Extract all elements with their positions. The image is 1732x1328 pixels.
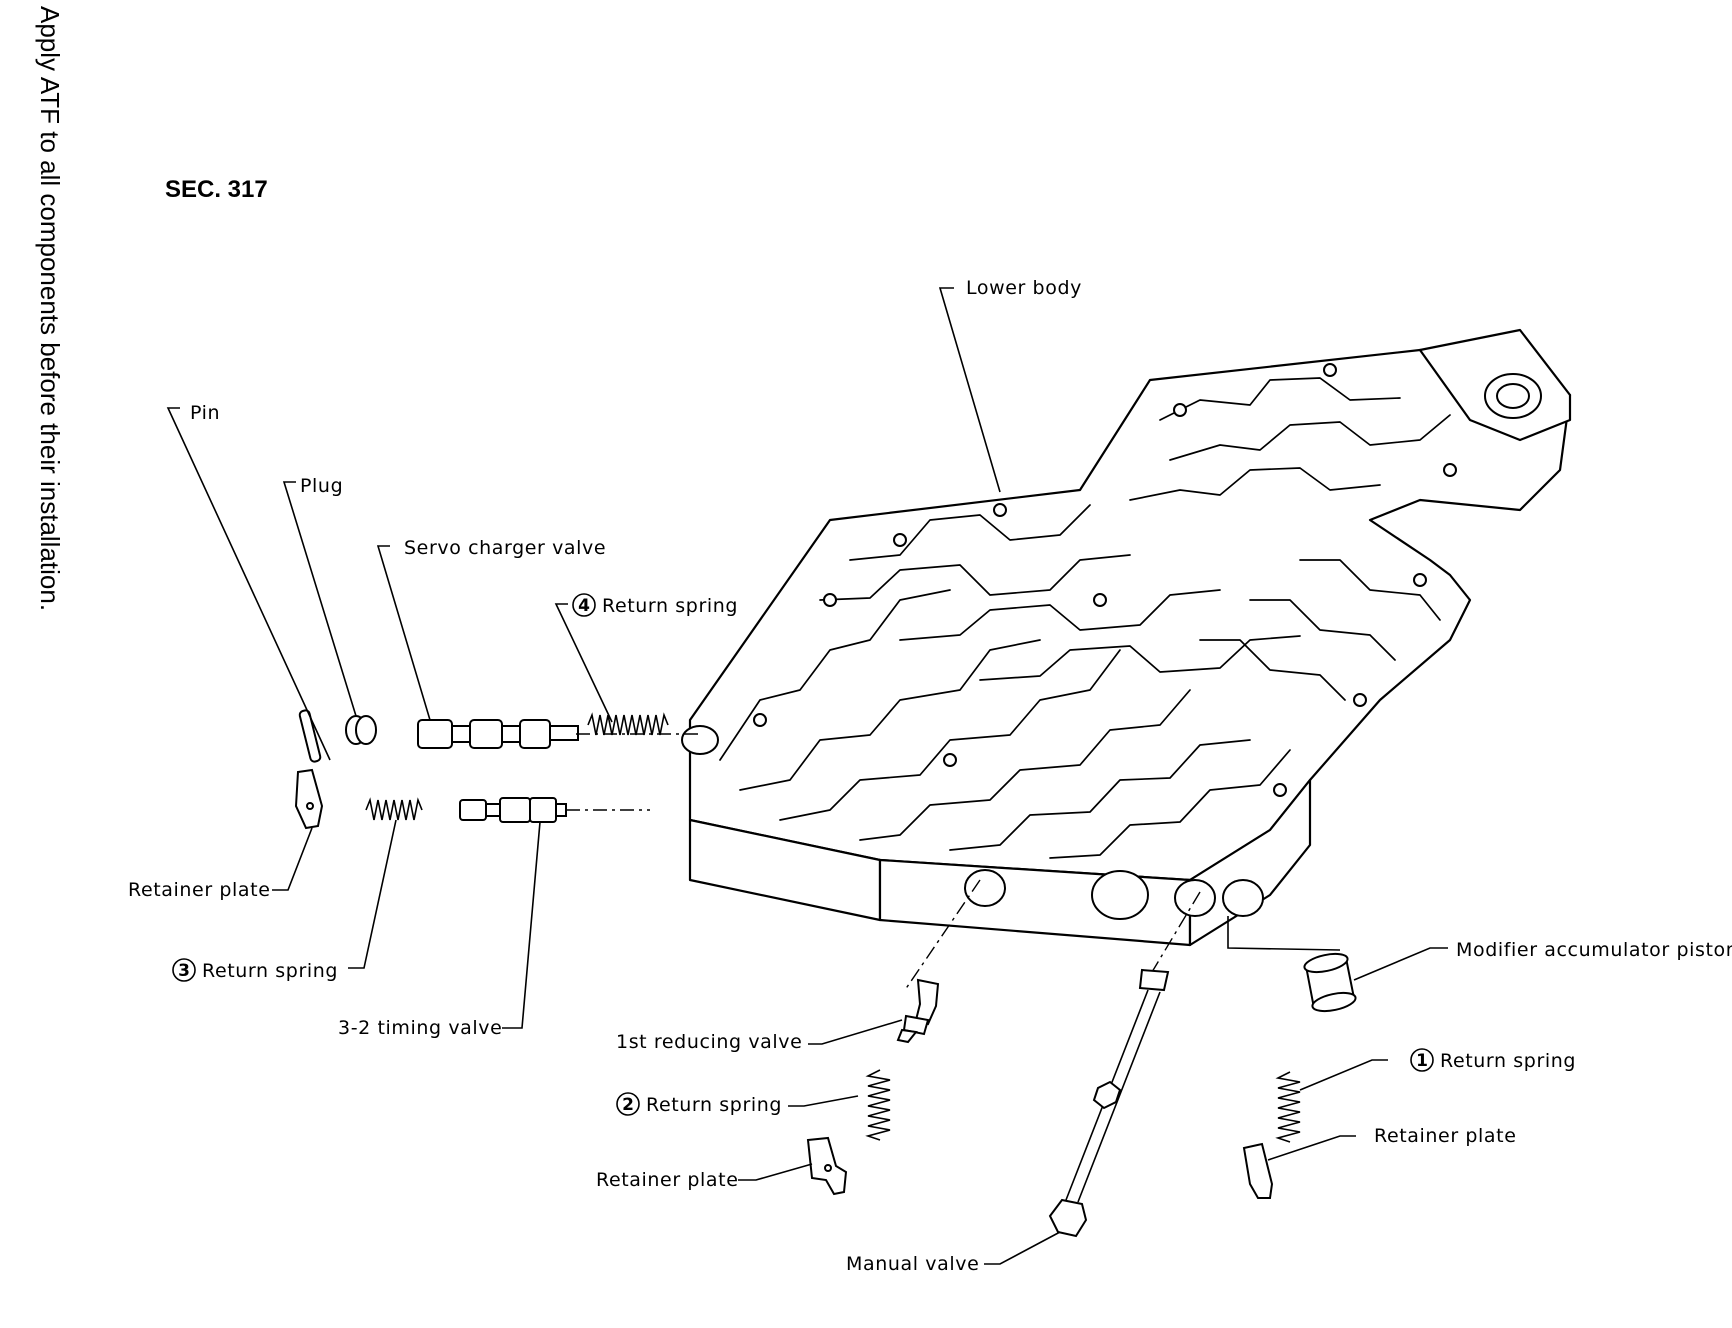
callout-circle-2 — [616, 1092, 640, 1116]
axis-line-4 — [1151, 891, 1201, 973]
manual-valve-part — [1048, 968, 1170, 1238]
return-spring-1-part — [1275, 1071, 1301, 1143]
label-timing-valve: 3-2 timing valve — [338, 1017, 502, 1039]
label-manual-valve: Manual valve — [846, 1253, 979, 1275]
retainer-plate-left-part — [294, 768, 324, 830]
modifier-accumulator-piston-leader — [1353, 947, 1448, 981]
return-spring-4-part — [587, 712, 669, 736]
callout-circle-3 — [172, 958, 196, 982]
modifier-accumulator-piston-part — [1303, 952, 1357, 1013]
servo-charger-valve-leader — [376, 545, 431, 721]
pin-leader — [166, 407, 331, 761]
callout-circle-1 — [1410, 1048, 1434, 1072]
label-plug: Plug — [300, 475, 343, 497]
return-spring-1-leader — [1299, 1059, 1388, 1091]
servo-charger-valve-part — [417, 719, 579, 749]
timing-valve-leader — [502, 821, 541, 1029]
lower-body-leader — [938, 287, 1001, 493]
return-spring-2-part — [865, 1069, 891, 1141]
label-pin: Pin — [190, 402, 220, 424]
plug-part — [345, 715, 377, 745]
plug-leader — [282, 481, 357, 717]
callout-number-1: 1 — [1416, 1051, 1428, 1071]
label-retainer-plate-right: Retainer plate — [1374, 1125, 1517, 1147]
timing-valve-part — [459, 797, 567, 823]
return-spring-3-leader — [348, 819, 397, 969]
return-spring-3-part — [365, 797, 423, 821]
callout-number-3: 3 — [178, 961, 190, 981]
label-retainer-plate-bottom: Retainer plate — [596, 1169, 739, 1191]
pin-part — [298, 709, 322, 763]
retainer-plate-bottom-part — [806, 1136, 848, 1196]
retainer-plate-bottom-leader — [738, 1163, 813, 1181]
label-return-spring-4: Return spring — [602, 595, 738, 617]
label-lower-body: Lower body — [966, 277, 1082, 299]
label-first-reducing-valve: 1st reducing valve — [616, 1031, 802, 1053]
retainer-plate-right-part — [1242, 1142, 1274, 1199]
label-return-spring-3: Return spring — [202, 960, 338, 982]
piston-bore-line — [1227, 916, 1341, 951]
label-return-spring-2: Return spring — [646, 1094, 782, 1116]
manual-valve-leader — [984, 1231, 1061, 1265]
first-reducing-valve-leader — [808, 1019, 903, 1045]
return-spring-2-leader — [788, 1095, 859, 1107]
first-reducing-valve-part — [896, 978, 940, 1044]
callout-circle-4 — [572, 593, 596, 617]
label-servo-charger-valve: Servo charger valve — [404, 537, 606, 559]
section-label: SEC. 317 — [165, 176, 268, 203]
retainer-plate-left-leader — [272, 827, 313, 891]
return-spring-4-leader — [554, 603, 613, 723]
label-retainer-plate-left: Retainer plate — [128, 879, 271, 901]
label-modifier-accumulator-piston: Modifier accumulator piston — [1456, 939, 1732, 961]
callout-number-2: 2 — [622, 1095, 634, 1115]
lower-body — [681, 328, 1572, 947]
axis-line-3 — [904, 879, 981, 991]
callout-number-4: 4 — [578, 596, 590, 616]
retainer-plate-right-leader — [1267, 1135, 1356, 1161]
label-return-spring-1: Return spring — [1440, 1050, 1576, 1072]
